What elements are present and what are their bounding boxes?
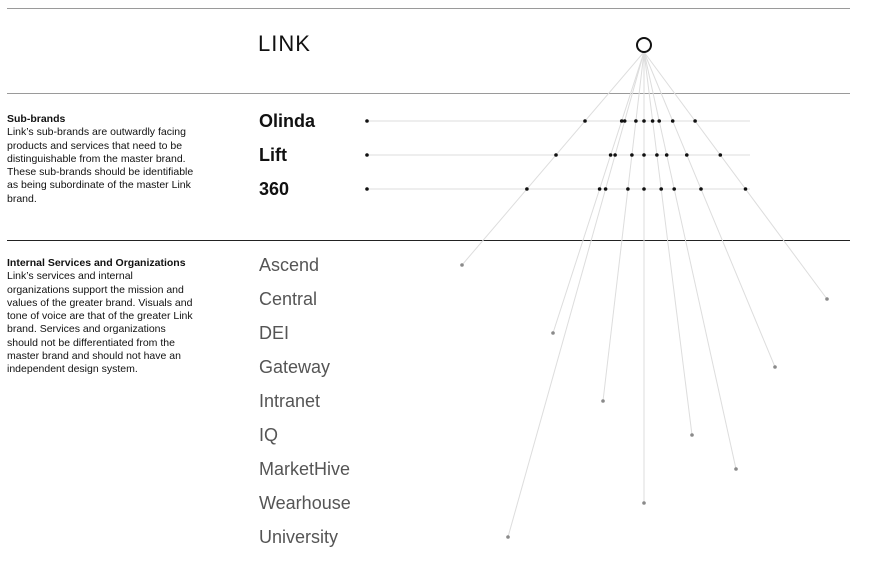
header-divider	[7, 93, 850, 94]
service-wearhouse: Wearhouse	[259, 493, 351, 513]
sub-brand-intersection-dot	[699, 187, 703, 191]
sub-brand-intersection-dot	[630, 153, 634, 157]
service-endpoint-dot	[734, 467, 738, 471]
sub-brand-intersection-dot	[597, 187, 602, 191]
sub-brand-intersection-dot	[685, 153, 689, 157]
sub-brand-intersection-dot	[619, 119, 624, 123]
sub-brand-intersection-dot	[672, 187, 676, 191]
section-divider	[7, 240, 850, 241]
sub-brand-intersection-dot	[613, 153, 617, 157]
sub-brand-360: 360	[259, 179, 290, 199]
sub-brands-description: Sub-brands Link’s sub-brands are outward…	[7, 113, 197, 206]
sub-brand-intersection-dot	[642, 119, 646, 123]
sub-brand-intersection-dot	[634, 119, 638, 123]
sub-brand-olinda: Olinda	[259, 111, 316, 131]
service-endpoint-dot	[642, 501, 646, 505]
internal-services-heading: Internal Services and Organizations	[7, 257, 186, 269]
service-endpoint-dot	[773, 365, 777, 369]
service-endpoint-dot	[825, 297, 829, 301]
spoke-line	[552, 51, 645, 334]
sub-brand-intersection-dot	[583, 119, 587, 123]
spoke-line	[602, 51, 645, 402]
service-endpoint-dot	[460, 263, 464, 267]
sub-brand-intersection-dot	[525, 187, 529, 191]
top-divider	[7, 8, 850, 9]
sub-brand-start-dot	[365, 187, 369, 191]
service-intranet: Intranet	[259, 391, 321, 411]
sub-brand-start-dot	[365, 119, 369, 123]
service-central: Central	[259, 289, 318, 309]
service-university: University	[259, 527, 339, 547]
service-endpoint-dot	[551, 331, 555, 335]
spoke-line	[643, 51, 828, 300]
service-endpoint-dot	[690, 433, 694, 437]
spoke-line	[643, 51, 776, 368]
sub-brand-intersection-dot	[642, 187, 646, 191]
link-logo: LINK	[258, 31, 311, 56]
sub-brand-intersection-dot	[718, 153, 723, 157]
service-dei: DEI	[259, 323, 290, 343]
sub-brand-intersection-dot	[659, 187, 663, 191]
sub-brand-intersection-dot	[670, 119, 675, 123]
sub-brand-intersection-dot	[554, 153, 558, 157]
spoke-line	[643, 51, 693, 436]
sub-brand-intersection-dot	[642, 153, 646, 157]
sub-brand-intersection-dot	[743, 187, 748, 191]
sub-brands-body: Link’s sub-brands are outwardly facing p…	[7, 126, 194, 205]
sub-brand-intersection-dot	[657, 119, 661, 123]
sub-brand-intersection-dot	[664, 153, 669, 157]
spoke-line	[461, 51, 645, 266]
intersection-dots	[365, 119, 829, 539]
sub-brand-lift: Lift	[259, 145, 287, 165]
master-brand-spokes	[461, 51, 828, 538]
service-iq: IQ	[259, 425, 279, 445]
sub-brand-intersection-dot	[650, 119, 655, 123]
service-endpoint-dot	[506, 535, 510, 539]
service-endpoint-dot	[601, 399, 605, 403]
sub-brand-intersection-dot	[608, 153, 613, 157]
sub-brand-guide-lines	[367, 120, 750, 190]
internal-services-description: Internal Services and Organizations Link…	[7, 257, 197, 377]
sub-brand-start-dot	[365, 153, 369, 157]
sub-brand-intersection-dot	[626, 187, 630, 191]
sub-brand-intersection-dot	[655, 153, 659, 157]
internal-services-body: Link’s services and internal organizatio…	[7, 270, 193, 376]
sub-brands-heading: Sub-brands	[7, 113, 66, 125]
sub-brand-intersection-dot	[693, 119, 697, 123]
sub-brand-intersection-dot	[603, 187, 608, 191]
service-ascend: Ascend	[259, 255, 320, 275]
sub-brand-intersection-dot	[622, 119, 627, 123]
spoke-line	[643, 51, 737, 470]
circle-outline-icon	[636, 37, 652, 53]
spoke-line	[507, 51, 645, 538]
service-markethive: MarketHive	[259, 459, 351, 479]
service-gateway: Gateway	[259, 357, 331, 377]
